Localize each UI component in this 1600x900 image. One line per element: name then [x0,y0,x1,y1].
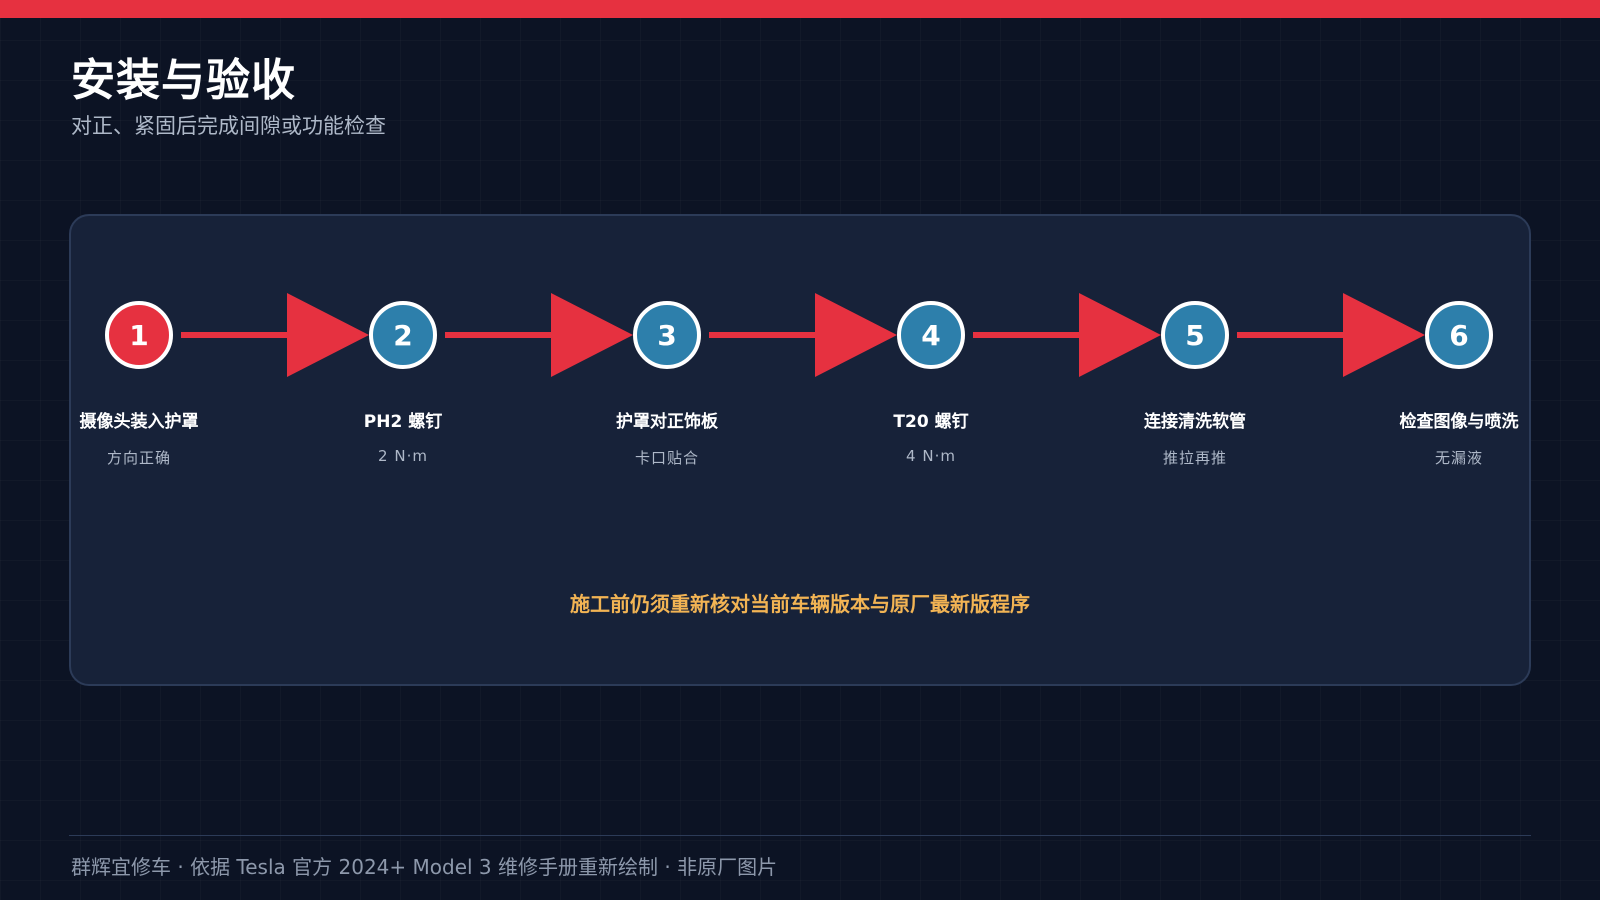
step-detail: 4 N·m [906,447,956,465]
step-detail: 卡口贴合 [634,449,699,467]
step-detail: 方向正确 [106,449,171,467]
step-number: 6 [1449,319,1468,352]
step-node-5: 5 [1161,301,1229,369]
flow-arrow [445,293,633,377]
step-label: 检查图像与喷洗 [1399,412,1519,432]
footer-divider [69,835,1531,836]
step-node-6: 6 [1425,301,1493,369]
step-number: 2 [393,319,412,352]
process-panel [69,214,1531,686]
step-label: T20 螺钉 [893,412,969,432]
flow-arrow [973,293,1161,377]
step-node-3: 3 [633,301,701,369]
step-node-4: 4 [897,301,965,369]
page-subtitle: 对正、紧固后完成间隙或功能检查 [71,114,386,138]
page-title: 安装与验收 [71,55,296,106]
step-detail: 推拉再推 [1162,449,1227,467]
step-label: 连接清洗软管 [1144,412,1246,432]
warning-note: 施工前仍须重新核对当前车辆版本与原厂最新版程序 [570,592,1030,616]
step-node-1: 1 [105,301,173,369]
step-detail: 无漏液 [1434,449,1483,467]
top-accent-bar [0,0,1600,18]
step-number: 1 [129,319,148,352]
step-number: 5 [1185,319,1204,352]
flow-arrow [1237,293,1425,377]
step-number: 4 [921,319,940,352]
step-label: PH2 螺钉 [363,412,443,432]
step-detail: 2 N·m [378,447,428,465]
step-label: 摄像头装入护罩 [79,412,199,432]
step-node-2: 2 [369,301,437,369]
step-label: 护罩对正饰板 [616,412,718,432]
flow-arrow [709,293,897,377]
footer-text: 群辉宜修车 · 依据 Tesla 官方 2024+ Model 3 维修手册重新… [71,855,778,879]
flow-arrow [181,293,369,377]
step-number: 3 [657,319,676,352]
